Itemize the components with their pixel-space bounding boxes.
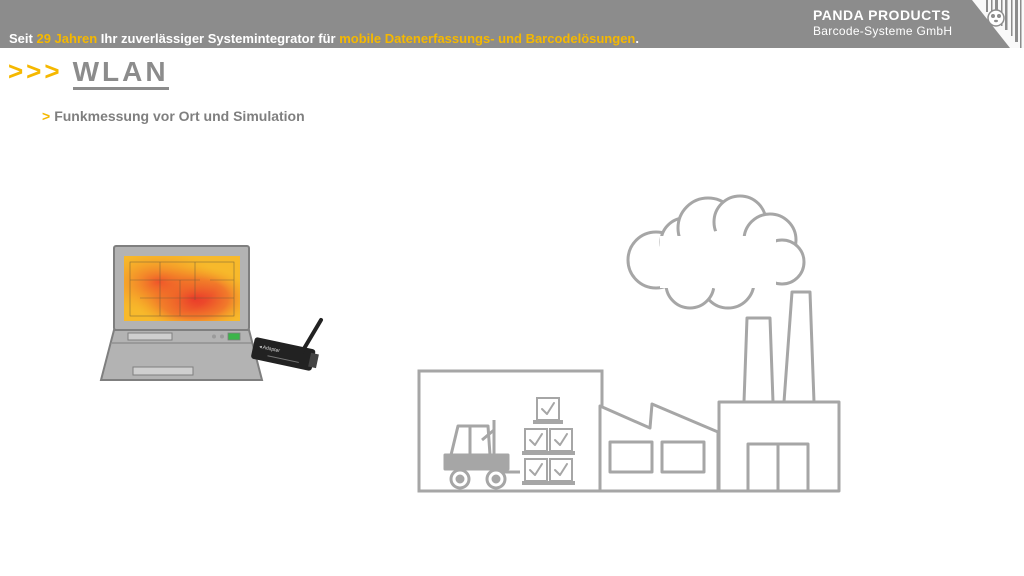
tagline-part-1: Seit: [9, 31, 37, 46]
factory-icon: [598, 290, 841, 493]
subtitle-marker: >: [42, 108, 51, 124]
wifi-adapter-icon: ◂ Adapter: [251, 318, 323, 371]
brand-subtitle: Barcode-Systeme GmbH: [813, 24, 953, 38]
tagline-highlight-years: 29 Jahren: [36, 31, 98, 46]
tagline-part-3: .: [635, 31, 639, 46]
panda-logo-icon: [972, 0, 1024, 48]
svg-text:◂ Adapter: ◂ Adapter: [259, 344, 281, 354]
checked-box-icon: [522, 397, 575, 485]
title-row: >>> WLAN: [8, 56, 169, 92]
title-arrows: >>>: [8, 56, 63, 86]
forklift-icon: [443, 420, 520, 490]
cloud-icon: [626, 194, 806, 310]
tagline-highlight-solutions: mobile Datenerfassungs- und Barcodelösun…: [339, 31, 636, 46]
brand-block: PANDA PRODUCTS Barcode-Systeme GmbH: [813, 8, 952, 37]
subtitle-text: Funkmessung vor Ort und Simulation: [54, 108, 305, 124]
tagline-part-2: Ihr zuverlässiger Systemintegrator für: [97, 31, 340, 46]
header-bar: Seit 29 Jahren Ihr zuverlässiger Systemi…: [0, 0, 1024, 48]
subtitle: >Funkmessung vor Ort und Simulation: [42, 108, 305, 124]
page-title: WLAN: [72, 56, 169, 90]
laptop-icon: [99, 245, 264, 381]
brand-name: PANDA PRODUCTS: [813, 7, 951, 23]
tagline: Seit 29 Jahren Ihr zuverlässiger Systemi…: [9, 31, 639, 46]
